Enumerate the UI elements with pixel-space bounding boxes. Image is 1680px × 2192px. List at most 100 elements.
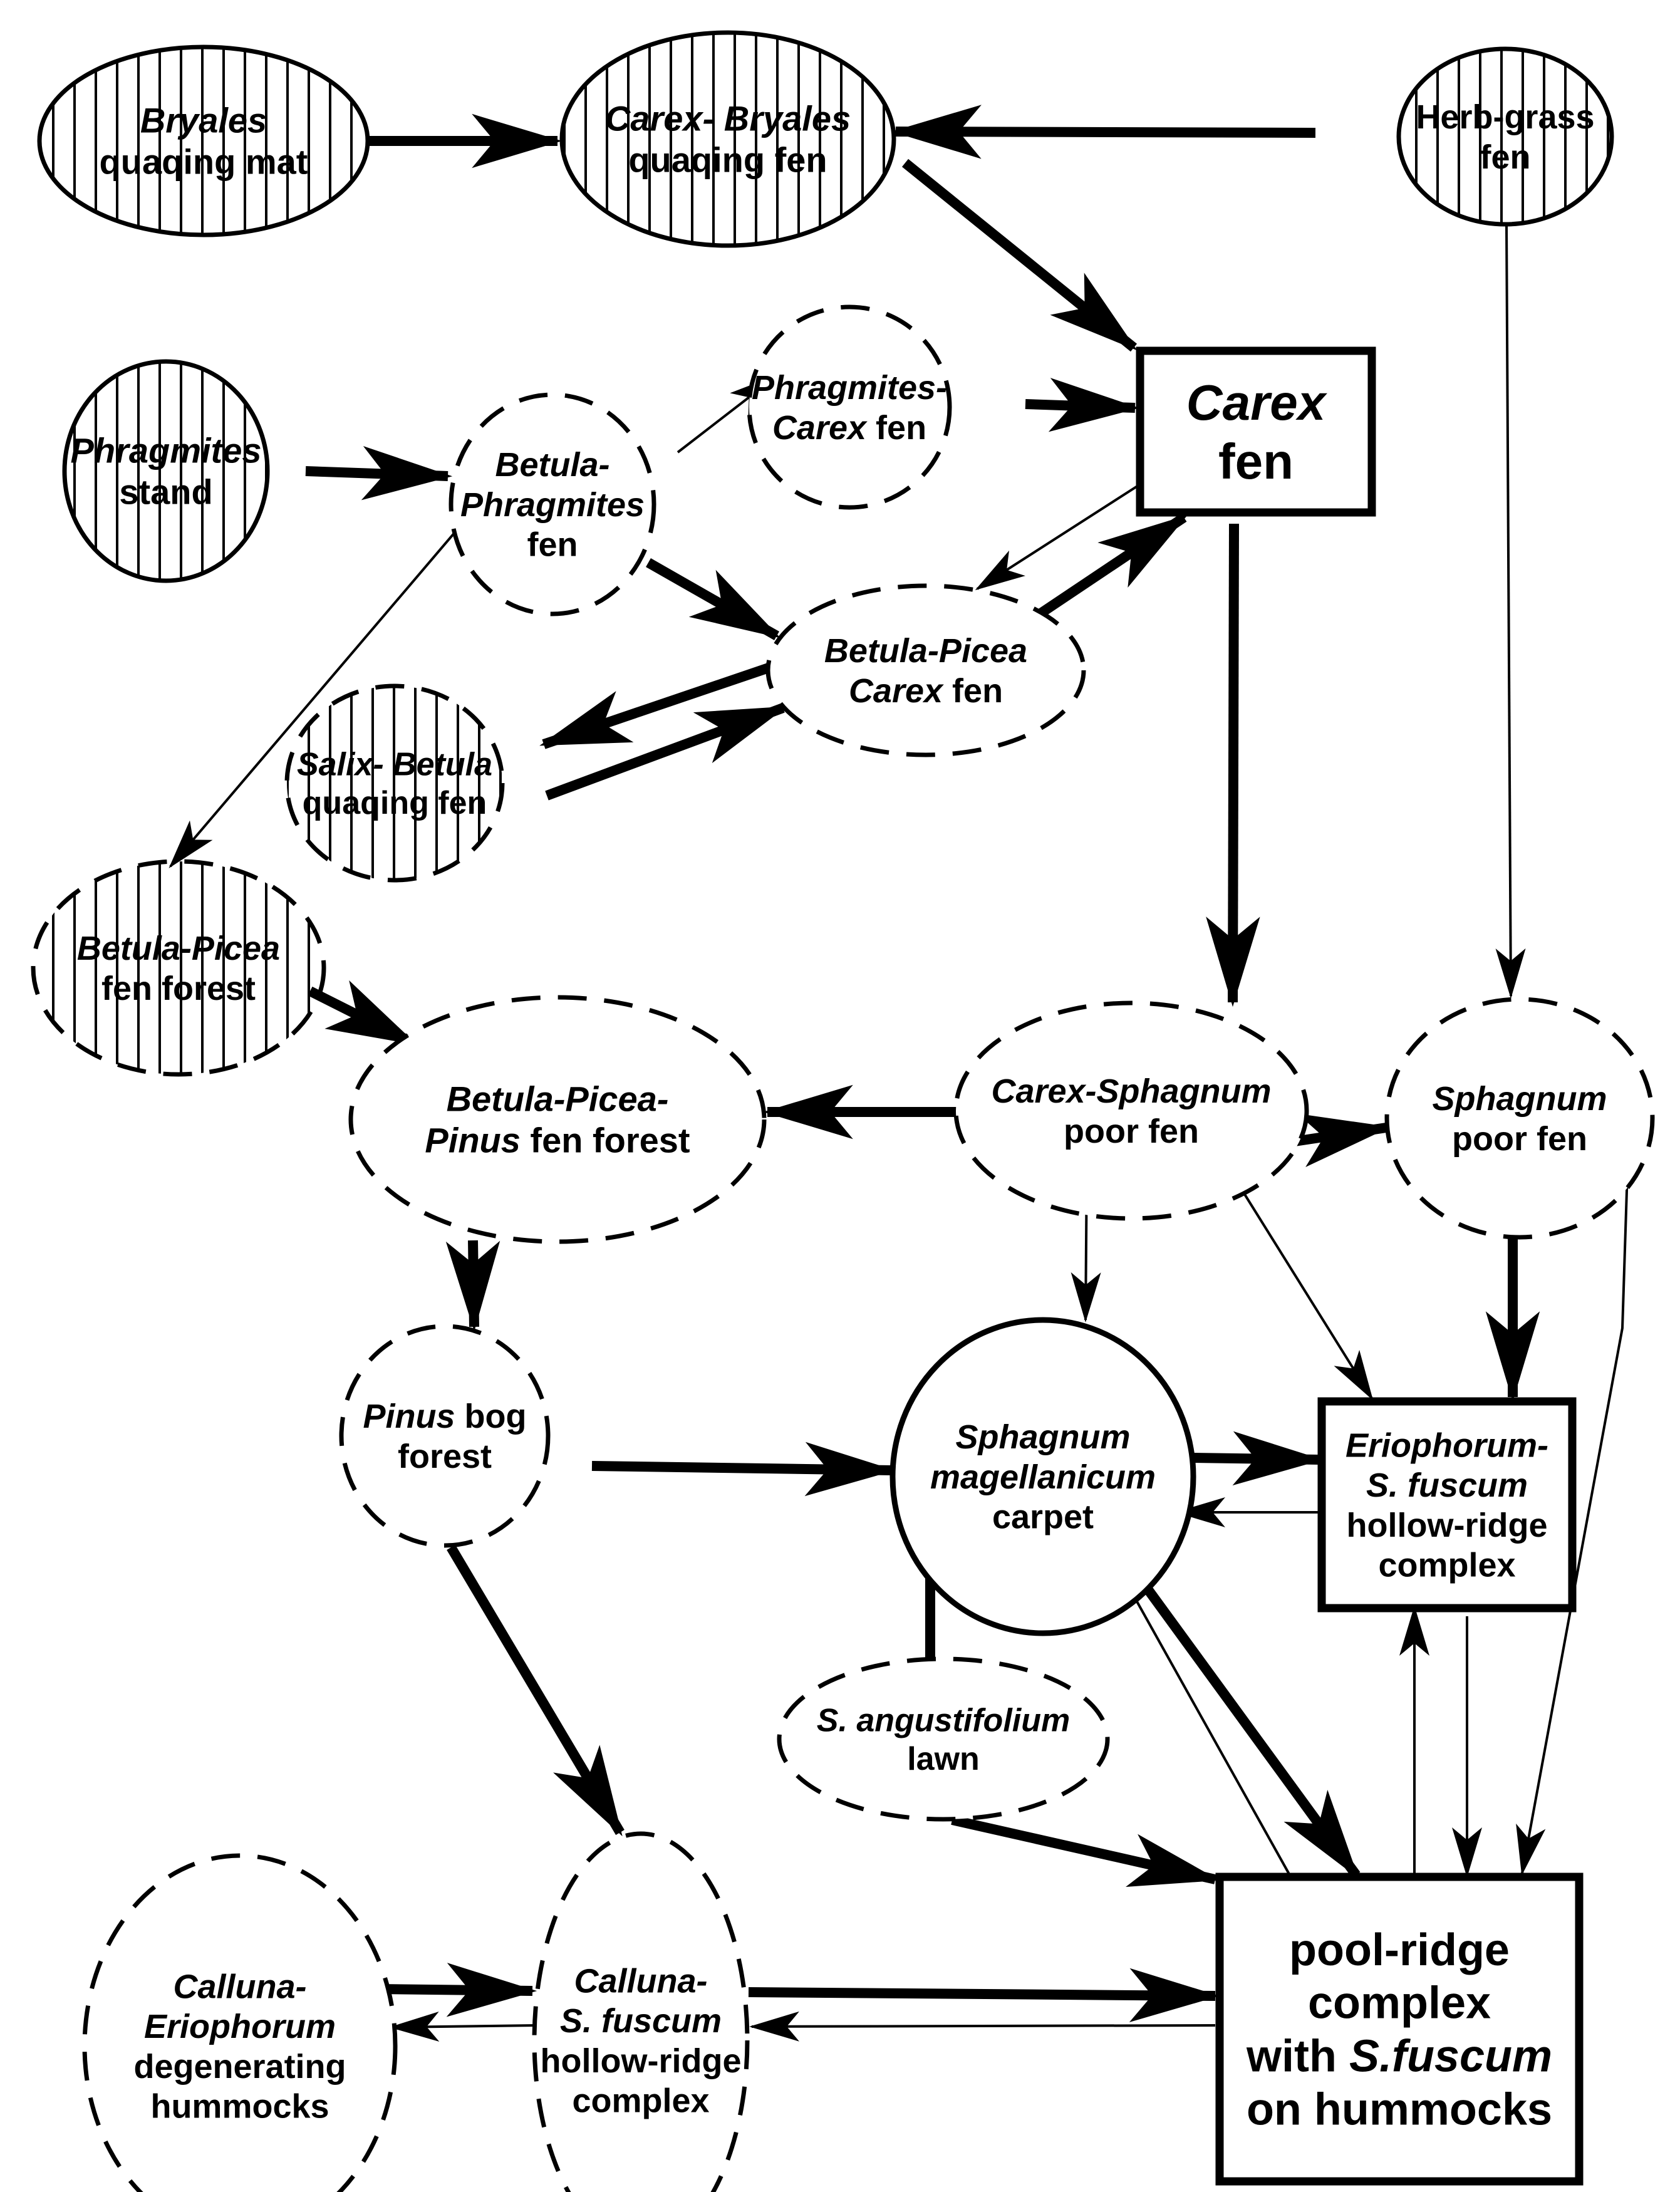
node-label-text: Carex-Sphagnum [991, 1073, 1271, 1110]
node-label-text: magellanicum [930, 1458, 1156, 1496]
node-label-line: Herb-grass [1416, 98, 1594, 136]
node-label-line: complex [572, 2082, 709, 2119]
node-shape [31, 859, 326, 1077]
node-label-text: hummocks [150, 2087, 329, 2125]
node-label-text: fen forest [521, 1121, 690, 1160]
node-label-line: complex [1308, 1978, 1491, 2028]
node-label-line: fen forest [101, 970, 256, 1007]
node-label-text: bog [455, 1398, 527, 1435]
node-label-line: fen [1480, 138, 1531, 176]
node-label-line: Phragmites [460, 486, 645, 524]
node-label-text: Betula-Picea- [447, 1079, 669, 1119]
edge-betula-picea-pinus-to-pinus-bog [445, 1240, 500, 1332]
node-shape [1215, 1873, 1584, 2186]
node-label-line: stand [119, 472, 212, 512]
node-label-text: Betula-Picea [77, 930, 280, 967]
node-label-text: lawn [907, 1741, 980, 1777]
node-shape [889, 1317, 1196, 1636]
edge-salix-betula-to-betula-picea-carex [545, 703, 787, 801]
node-label-text: fen [943, 672, 1003, 710]
node-shape [284, 683, 505, 883]
node-shape [765, 583, 1086, 757]
node-label-text: stand [119, 472, 212, 512]
node-label-text: Sphagnum [956, 1418, 1131, 1456]
node-label-line: with S.fuscum [1246, 2032, 1552, 2082]
node-label-text: pool-ridge [1289, 1925, 1510, 1975]
node-label-line: S. angustifolium [817, 1703, 1070, 1739]
node-label-text: Betula-Picea [824, 632, 1027, 670]
node-shape [1396, 46, 1614, 227]
node-label-text: Calluna- [574, 1962, 707, 2000]
node-label-line: Betula-Picea [824, 632, 1027, 670]
node-shape [1384, 997, 1655, 1240]
node-label-text: Phragmites [71, 431, 262, 470]
node-label-line: carpet [992, 1499, 1094, 1536]
edge-betula-picea-forest-to-betula-picea-pinus [308, 980, 418, 1048]
node-label-text: Eriophorum- [1346, 1426, 1548, 1464]
node-label-line: Eriophorum [144, 2008, 336, 2045]
node-label-line: Sphagnum [956, 1418, 1131, 1456]
node-label-line: Calluna- [574, 1962, 707, 2000]
node-label-line: Sphagnum [1433, 1080, 1607, 1118]
node-label-text: poor fen [1064, 1113, 1199, 1150]
node-label-text: quaqing fen [628, 140, 827, 180]
node-label-text: Sphagnum [1433, 1080, 1607, 1118]
node-phragmites-carex: Phragmites-Carex fen [747, 304, 952, 510]
node-label-text: S. fuscum [1366, 1467, 1528, 1504]
node-label-line: quaqing fen [303, 785, 487, 821]
node-label-line: Carex-Sphagnum [991, 1073, 1271, 1110]
edge-calluna-fuscum-to-calluna-eriophorum [389, 2012, 537, 2042]
node-label-line: complex [1378, 1546, 1515, 1584]
edge-sphagnum-poor-to-pool-ridge [1516, 1171, 1629, 1876]
node-shape [1136, 346, 1376, 517]
edge-betula-picea-carex-to-salix-betula [539, 662, 772, 749]
node-betula-picea-pinus: Betula-Picea-Pinus fen forest [348, 995, 767, 1244]
node-label-text: poor fen [1452, 1120, 1587, 1158]
node-label-line: on hummocks [1247, 2085, 1552, 2135]
node-label-line: Calluna- [173, 1968, 306, 2005]
node-shape [559, 30, 896, 248]
node-label-line: Carex- Bryales [605, 99, 851, 138]
node-label-text: fen [527, 526, 578, 564]
node-label-line: pool-ridge [1289, 1925, 1510, 1975]
node-label-line: poor fen [1064, 1113, 1199, 1150]
node-label-line: fen [1218, 434, 1294, 489]
edge-herb-grass-to-carex-bryales [891, 105, 1316, 159]
node-shape [953, 1000, 1309, 1221]
node-label-text: forest [398, 1438, 492, 1475]
node-label-line: Phragmites [71, 431, 262, 470]
node-label-text: complex [1378, 1546, 1515, 1584]
node-label-text: hollow-ridge [541, 2042, 742, 2080]
node-label-line: fen [527, 526, 578, 564]
node-shape [37, 44, 370, 237]
edge-betula-picea-carex-to-carex-fen [1018, 513, 1188, 631]
edge-phragmites-stand-to-betula-phragmites [305, 446, 453, 501]
node-label-line: Betula-Picea- [447, 1079, 669, 1119]
node-label-text: Phragmites- [752, 369, 947, 407]
node-label-line: magellanicum [930, 1458, 1156, 1496]
edge-calluna-eriophorum-to-calluna-fuscum [378, 1963, 537, 2017]
node-label-line: quaqing mat [100, 142, 308, 182]
node-shape [747, 304, 952, 510]
node-label-text: Betula- [495, 446, 609, 484]
node-label-line: Eriophorum- [1346, 1426, 1548, 1464]
node-label-line: Betula- [495, 446, 609, 484]
node-label-text: hollow-ridge [1347, 1507, 1548, 1544]
node-label-text: quaqing fen [303, 785, 487, 821]
node-label-text: S. angustifolium [817, 1703, 1070, 1739]
edge-pinus-bog-to-calluna-fuscum [447, 1544, 625, 1837]
node-shape [532, 1831, 750, 2192]
node-label-line: quaqing fen [628, 140, 827, 180]
